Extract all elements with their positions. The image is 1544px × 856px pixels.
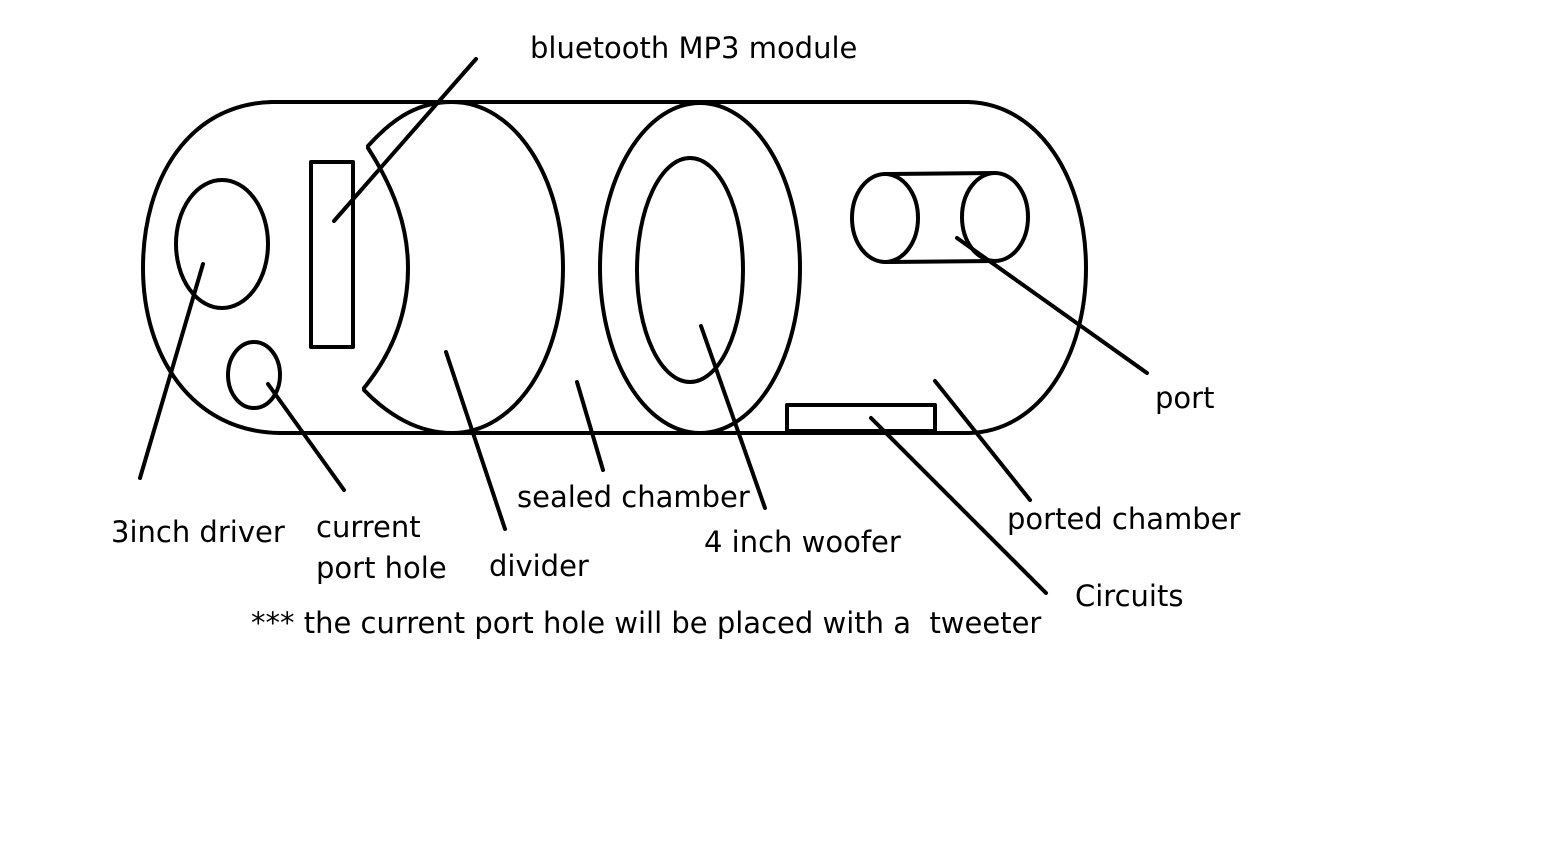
label-bluetooth-module: bluetooth MP3 module [530, 31, 857, 65]
sealed-chamber-leader [575, 380, 605, 472]
label-driver-3inch: 3inch driver [111, 515, 285, 549]
front-baffle-edge [362, 146, 410, 390]
divider-leader [444, 350, 507, 531]
speaker-enclosure [141, 100, 1088, 435]
driver-3inch-leader [138, 262, 205, 480]
leader-lines [138, 57, 1149, 595]
label-circuits: Circuits [1075, 579, 1183, 613]
ported-chamber-leader [933, 379, 1032, 502]
current-port-hole-leader [266, 382, 346, 492]
label-port: port [1155, 381, 1214, 415]
label-woofer-4inch: 4 inch woofer [704, 525, 901, 559]
woofer-surround [598, 101, 802, 435]
port-tube-bottom-edge [883, 259, 997, 264]
woofer-4inch-leader [699, 324, 767, 510]
label-current-port-hole-line1: current [316, 510, 421, 544]
label-sealed-chamber: sealed chamber [517, 480, 750, 514]
port-tube-front-end [850, 172, 920, 264]
bluetooth-module-shape [309, 160, 355, 349]
note-tweeter: *** the current port hole will be placed… [251, 606, 1041, 640]
diagram-labels: bluetooth MP3 module port sealed chamber… [111, 31, 1241, 640]
woofer-cone [635, 156, 745, 384]
label-ported-chamber: ported chamber [1007, 502, 1241, 536]
enclosure-right-end [966, 100, 1088, 435]
label-divider: divider [489, 549, 589, 583]
woofer-4inch-shape [598, 101, 802, 435]
port-tube-shape [850, 171, 1030, 264]
label-current-port-hole-line2: port hole [316, 551, 447, 585]
driver-3inch-shape [174, 178, 270, 310]
enclosure-left-end [141, 100, 282, 435]
circuits-shape [785, 403, 937, 433]
bluetooth-module-leader [332, 57, 478, 223]
circuits-leader [869, 416, 1048, 595]
port-tube-top-edge [883, 171, 997, 176]
port-leader [955, 236, 1149, 375]
current-port-hole-shape [226, 340, 282, 410]
